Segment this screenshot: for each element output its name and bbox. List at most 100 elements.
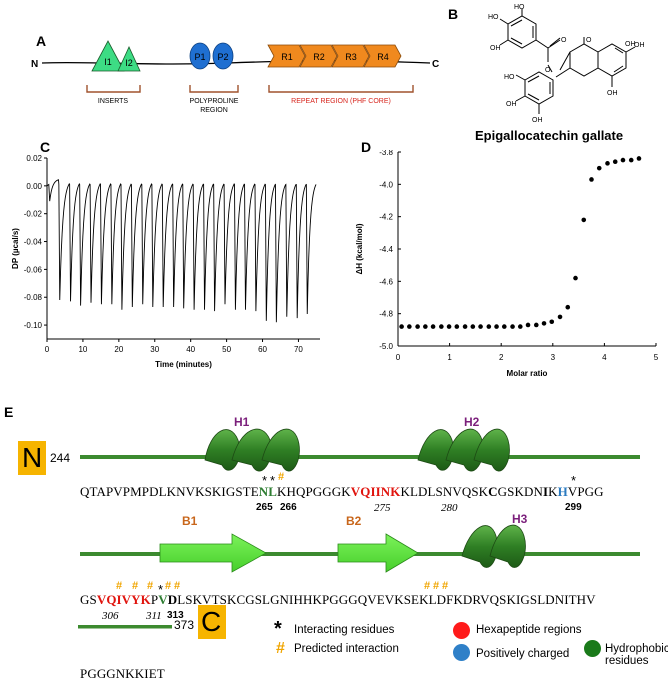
interaction-marker: *	[270, 473, 276, 488]
predicted-marker: #	[424, 580, 431, 592]
atom-label: HO	[504, 74, 515, 81]
strand-b2	[337, 533, 419, 573]
residue-segment: I	[542, 484, 549, 499]
x-tick-label: 60	[258, 345, 267, 354]
x-tick-label: 40	[186, 345, 195, 354]
legend-predicted-label: Predicted interaction	[294, 643, 399, 655]
atom-label: OH	[506, 101, 517, 108]
repeat-r3-shape	[331, 44, 370, 68]
residue-segment: GS	[80, 592, 97, 607]
residue-number-265: 265	[256, 502, 273, 513]
panel-d-letter: D	[361, 139, 372, 155]
insert-i2-shape	[117, 46, 141, 72]
x-tick-label: 1	[447, 353, 452, 362]
residue-number-299: 299	[565, 502, 582, 513]
atom-label: O	[561, 37, 567, 44]
predicted-marker: #	[442, 580, 449, 592]
residue-segment: VPGG	[567, 484, 604, 499]
predicted-marker: #	[165, 580, 172, 592]
residue-number-275: 275	[374, 502, 391, 514]
x-tick-label: 50	[222, 345, 231, 354]
data-point	[628, 157, 634, 163]
proline-p1-label: P1	[194, 52, 205, 62]
helix-h1-label: H1	[234, 415, 250, 429]
y-tick-label: -5.0	[379, 342, 393, 351]
residue-segment: VQIINK	[350, 484, 401, 499]
x-tick-label: 70	[294, 345, 303, 354]
x-tick-label: 2	[499, 353, 504, 362]
residue-segment: LSKVTSKCGSLGNIHHKPGGGQVEVKSEKLDFKDRVQSKI…	[177, 592, 596, 607]
interaction-marker: *	[262, 473, 268, 488]
atom-label: OH	[490, 45, 501, 52]
strand-b2-label: B2	[346, 514, 362, 528]
polyproline-label-1: POLYPROLINE	[190, 98, 239, 105]
data-point	[399, 324, 404, 329]
x-axis-label: Molar ratio	[507, 369, 548, 378]
panel-c-letter: C	[40, 139, 51, 155]
interaction-marker: *	[158, 582, 164, 597]
data-point	[541, 321, 547, 326]
residue-number-266: 266	[280, 502, 297, 513]
data-point	[486, 324, 492, 329]
panel-a-letter: A	[36, 33, 47, 49]
residue-segment: VQIVYK	[96, 592, 151, 607]
legend-hydrophobic-dot	[584, 640, 601, 657]
predicted-marker: #	[278, 471, 285, 483]
residue-segment: V	[158, 592, 168, 607]
data-point	[510, 324, 515, 329]
data-point	[573, 275, 578, 281]
data-point	[462, 324, 468, 329]
y-tick-label: -4.8	[379, 310, 393, 319]
repeat-region-label: REPEAT REGION (PHF CORE)	[291, 98, 391, 105]
residue-segment: QTAPVPMPDLKNVKSKIGSTE	[80, 484, 259, 499]
repeat-bracket	[268, 85, 414, 93]
panel-e-letter: E	[4, 404, 14, 420]
x-tick-label: 5	[654, 353, 659, 362]
data-point	[454, 324, 460, 329]
insert-i2-label: I2	[125, 58, 133, 68]
helix-h3-label: H3	[512, 512, 528, 526]
sequence-row-3: PGGGNKKIET	[80, 666, 165, 681]
proline-p2-label: P2	[217, 52, 228, 62]
data-point	[589, 177, 594, 182]
repeat-r2-label: R2	[313, 52, 325, 62]
y-tick-label: -3.8	[379, 150, 393, 157]
c-terminus-label: C	[432, 59, 439, 70]
insert-i1-label: I1	[104, 57, 112, 67]
panel-b-letter: B	[448, 6, 459, 22]
start-residue-number: 244	[50, 451, 71, 465]
data-point	[549, 319, 555, 325]
inserts-bracket	[86, 85, 141, 93]
residue-segment: NL	[258, 484, 278, 499]
repeat-r1-shape	[267, 44, 306, 68]
predicted-marker: #	[132, 580, 139, 592]
helix-h1	[204, 428, 300, 472]
y-tick-label: -0.02	[24, 210, 43, 219]
y-axis-label: DP (µcal/s)	[11, 228, 20, 269]
residue-segment: K	[548, 484, 558, 499]
legend-hydrophobic-label: Hydrophobic residues	[605, 643, 668, 667]
atom-label: OH	[625, 41, 636, 48]
atom-label: HO	[488, 14, 499, 21]
c-terminus-badge	[198, 605, 226, 639]
secondary-structure-diagram: H1 H2 B1 B2 H3	[78, 415, 640, 629]
data-point	[415, 324, 420, 329]
strand-b1-label: B1	[182, 514, 198, 528]
legend: * Interacting residues # Predicted inter…	[272, 618, 668, 690]
row3-line	[78, 625, 172, 629]
thermogram-trace	[46, 179, 317, 323]
y-tick-label: -4.4	[379, 245, 393, 254]
y-tick-label: -0.10	[24, 321, 43, 330]
data-point	[557, 314, 563, 320]
predicted-marker: #	[147, 580, 154, 592]
residue-number-311: 311	[146, 610, 162, 622]
legend-hash-icon: #	[276, 640, 285, 657]
atom-label: HO	[514, 4, 525, 11]
data-point	[605, 161, 610, 166]
residue-number-313: 313	[167, 610, 184, 621]
n-terminus-label: N	[31, 59, 38, 70]
legend-positive-dot	[453, 644, 470, 661]
panel-a-domain-diagram: N C I1 I2 P1 P2 R1 R2 R3 R4 INSERTS POLY…	[31, 40, 439, 114]
residue-number-306: 306	[102, 610, 119, 622]
